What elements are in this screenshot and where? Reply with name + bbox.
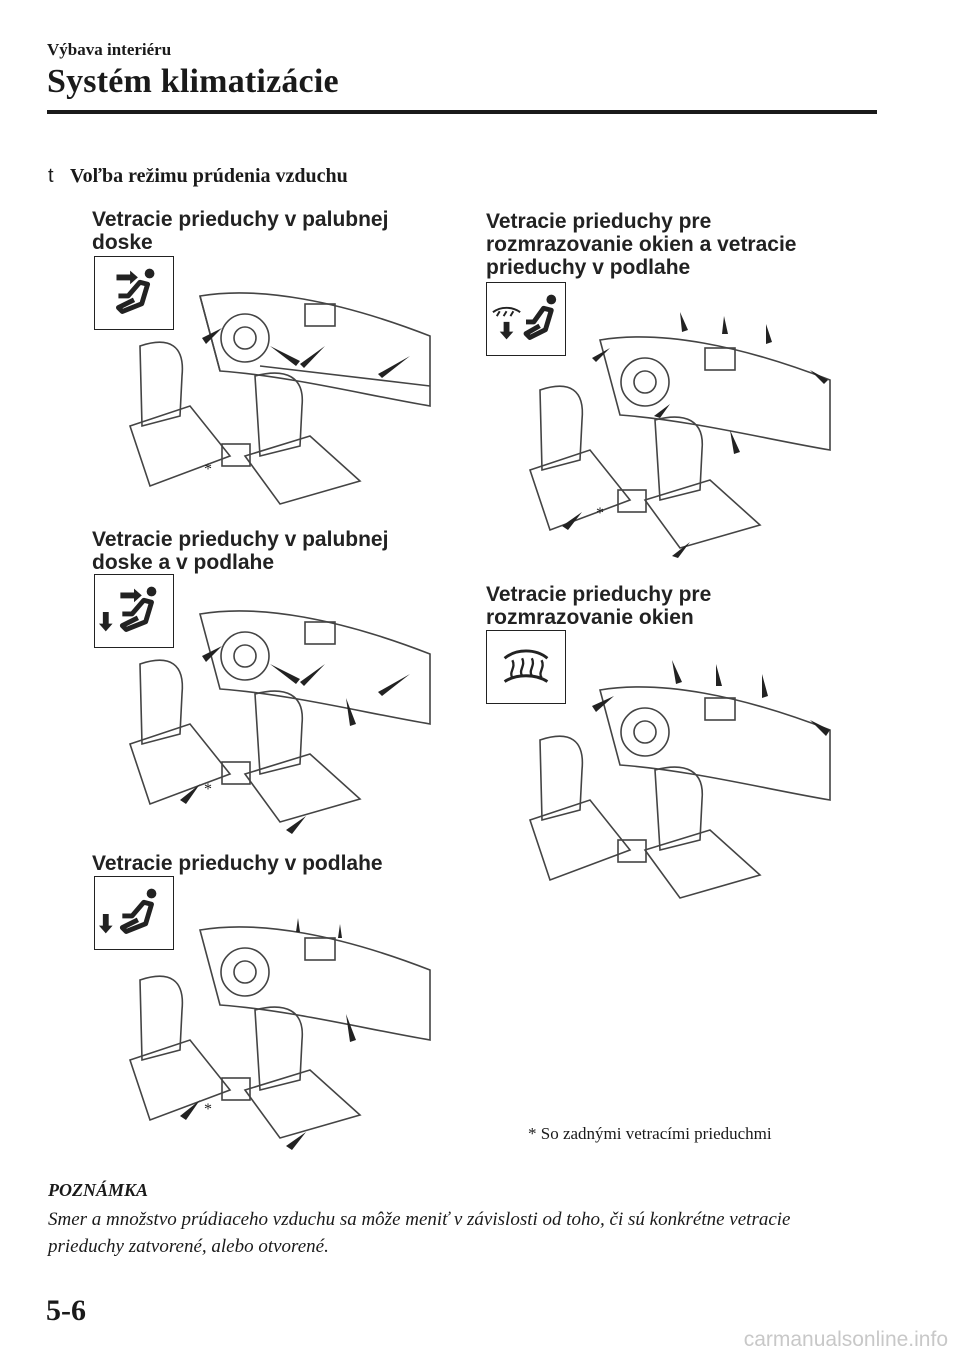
- chapter-label: Výbava interiéru: [47, 40, 171, 60]
- mode-label-floor: Vetracie prieduchy v podlahe: [92, 852, 383, 875]
- section-title: Voľba režimu prúdenia vzduchu: [70, 165, 348, 187]
- asterisk: *: [204, 781, 212, 798]
- watermark: carmanualsonline.info: [744, 1328, 948, 1352]
- mode-label-defrost: Vetracie prieduchy pre rozmrazovanie oki…: [486, 583, 711, 629]
- mode-label-line: Vetracie prieduchy v podlahe: [92, 852, 383, 875]
- mode-label-line: Vetracie prieduchy pre: [486, 210, 796, 233]
- mode-label-line: doske: [92, 231, 388, 254]
- asterisk: *: [204, 1101, 212, 1118]
- mode-label-line: prieduchy v podlahe: [486, 256, 796, 279]
- mode-label-dashboard: Vetracie prieduchy v palubnej doske: [92, 208, 388, 254]
- mode-label-line: Vetracie prieduchy v palubnej: [92, 208, 388, 231]
- mode-label-bi-level: Vetracie prieduchy v palubnej doske a v …: [92, 528, 388, 574]
- cabin-illustration-floor: *: [110, 910, 440, 1150]
- mode-label-defrost-floor: Vetracie prieduchy pre rozmrazovanie oki…: [486, 210, 796, 279]
- mode-label-line: rozmrazovanie okien a vetracie: [486, 233, 796, 256]
- mode-label-line: Vetracie prieduchy pre: [486, 583, 711, 606]
- asterisk: *: [204, 461, 212, 478]
- cabin-illustration-defrost-floor: *: [510, 300, 840, 560]
- note-heading: POZNÁMKA: [48, 1180, 148, 1201]
- title-divider: [47, 110, 877, 114]
- cabin-illustration-defrost: [510, 650, 840, 920]
- footnote: * So zadnými vetracími prieduchmi: [528, 1124, 772, 1144]
- cabin-illustration-bi-level: *: [110, 594, 440, 834]
- page-title: Systém klimatizácie: [47, 63, 339, 101]
- note-body: Smer a množstvo prúdiaceho vzduchu sa mô…: [48, 1206, 868, 1260]
- page-number: 5-6: [46, 1294, 86, 1328]
- asterisk: *: [596, 505, 604, 522]
- mode-label-line: Vetracie prieduchy v palubnej: [92, 528, 388, 551]
- section-bullet: t: [48, 165, 70, 188]
- mode-label-line: doske a v podlahe: [92, 551, 388, 574]
- cabin-illustration-dashboard: *: [110, 276, 440, 506]
- mode-label-line: rozmrazovanie okien: [486, 606, 711, 629]
